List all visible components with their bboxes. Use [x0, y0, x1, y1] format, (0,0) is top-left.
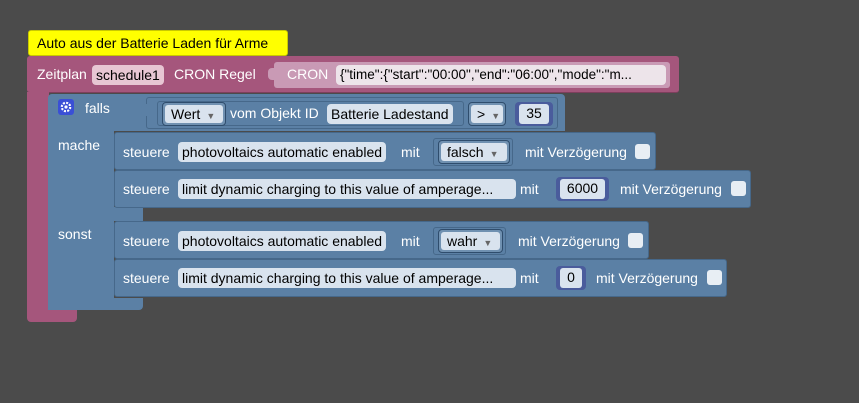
bool-dropdown[interactable]: falsch▼ [438, 140, 510, 164]
delay-checkbox[interactable] [628, 233, 643, 248]
steuere-label: steuere [123, 144, 170, 160]
sonst-label: sonst [58, 226, 92, 242]
number-block[interactable]: 6000 [556, 177, 609, 201]
condition-connector [141, 104, 148, 116]
cron-rule-label: CRON Regel [174, 66, 256, 82]
comment-text: Auto aus der Batterie Laden für Arme [37, 35, 269, 51]
object-id-field[interactable]: Batterie Ladestand [327, 104, 453, 124]
operator-dropdown[interactable]: >▼ [468, 102, 506, 126]
delay-checkbox[interactable] [731, 181, 746, 196]
value-dropdown[interactable]: Wert▼ [162, 102, 226, 126]
target-field[interactable]: photovoltaics automatic enabled [178, 142, 387, 162]
mit-label: mit [520, 270, 539, 286]
chevron-down-icon: ▼ [489, 149, 499, 159]
chevron-down-icon: ▼ [491, 111, 501, 121]
bool-dropdown[interactable]: wahr▼ [438, 229, 503, 253]
mache-label: mache [58, 137, 101, 153]
schedule-block-spine [27, 92, 49, 308]
schedule-block-foot [27, 306, 77, 322]
schedule-label: Zeitplan [37, 66, 87, 82]
delay-label: mit Verzögerung [525, 144, 627, 160]
object-label: vom Objekt ID [230, 105, 319, 121]
target-field[interactable]: limit dynamic charging to this value of … [178, 179, 516, 199]
if-block-mid [48, 207, 143, 221]
compare-number-block[interactable]: 35 [515, 102, 553, 126]
cron-label: CRON [287, 66, 329, 82]
chevron-down-icon: ▼ [483, 238, 493, 248]
number-block[interactable]: 0 [556, 266, 586, 290]
delay-label: mit Verzögerung [518, 233, 620, 249]
delay-checkbox[interactable] [635, 144, 650, 159]
steuere-label: steuere [123, 233, 170, 249]
target-field[interactable]: limit dynamic charging to this value of … [178, 268, 516, 288]
delay-label: mit Verzögerung [620, 181, 722, 197]
cron-block[interactable]: CRON {"time":{"start":"00:00","end":"06:… [274, 62, 670, 88]
mit-label: mit [401, 144, 420, 160]
cron-value-field[interactable]: {"time":{"start":"00:00","end":"06:00","… [336, 65, 666, 85]
steuere-label: steuere [123, 270, 170, 286]
block-comment[interactable]: Auto aus der Batterie Laden für Arme [28, 30, 288, 56]
mit-label: mit [520, 181, 539, 197]
schedule-name-field[interactable]: schedule1 [92, 65, 164, 85]
delay-checkbox[interactable] [707, 270, 722, 285]
cron-connector [268, 68, 276, 80]
steuere-label: steuere [123, 181, 170, 197]
gear-icon[interactable] [58, 99, 74, 115]
delay-label: mit Verzögerung [596, 270, 698, 286]
chevron-down-icon: ▼ [206, 111, 216, 121]
falls-label: falls [85, 100, 110, 116]
mit-label: mit [401, 233, 420, 249]
if-block-foot [48, 298, 143, 310]
target-field[interactable]: photovoltaics automatic enabled [178, 231, 387, 251]
